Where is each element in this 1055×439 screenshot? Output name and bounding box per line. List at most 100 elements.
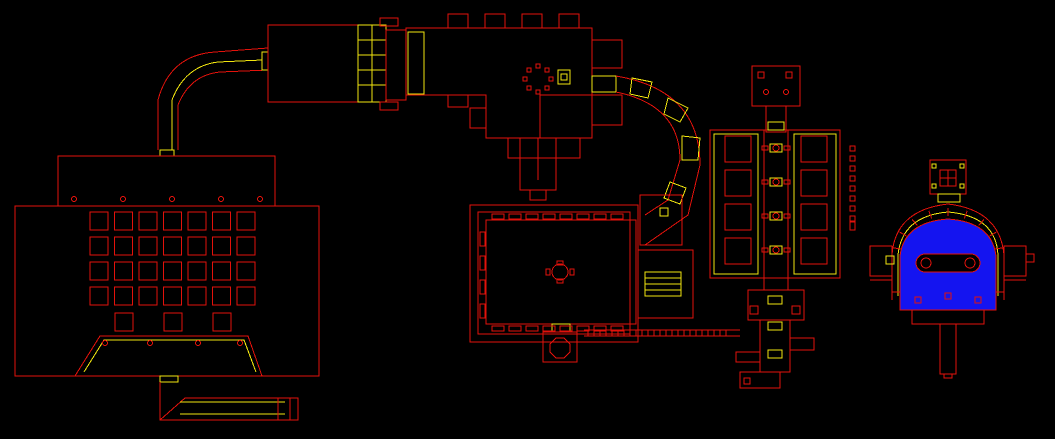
lower-spine-door-2 bbox=[767, 349, 783, 359]
tower-dot bbox=[931, 163, 937, 169]
lower-foot-box bbox=[743, 377, 751, 385]
bridge-seg-1 bbox=[629, 77, 653, 99]
spine-stud-ring bbox=[772, 246, 780, 254]
chamber-step bbox=[591, 75, 617, 93]
ring-marker bbox=[544, 67, 550, 73]
curved-tunnel-step bbox=[171, 59, 263, 150]
pillar bbox=[163, 286, 182, 306]
courtyard-east-room bbox=[637, 249, 694, 319]
dome-ribs bbox=[892, 208, 1004, 250]
pillar bbox=[163, 312, 183, 332]
bridge-seg-2 bbox=[663, 97, 689, 123]
pool-west-lower bbox=[870, 279, 900, 293]
pillar bbox=[138, 286, 158, 306]
spine-stud bbox=[769, 245, 783, 255]
pillar bbox=[236, 211, 256, 231]
bridge-room bbox=[639, 194, 683, 246]
ring-markers bbox=[522, 63, 554, 95]
courtyard-step bbox=[559, 213, 573, 220]
courtyard-step bbox=[479, 303, 486, 319]
spine-stud-w bbox=[761, 213, 769, 219]
spine-stud-w bbox=[761, 247, 769, 253]
item-box-inner bbox=[560, 73, 568, 81]
bridge-seg-3 bbox=[681, 135, 701, 161]
lower-side-box-e bbox=[791, 305, 801, 315]
bridge-seg-4 bbox=[663, 181, 687, 205]
pillar bbox=[114, 312, 134, 332]
pillar bbox=[212, 286, 231, 306]
lower-spine-door-3 bbox=[767, 295, 783, 305]
lower-west-alcove bbox=[469, 107, 487, 129]
courtyard-step bbox=[479, 255, 486, 271]
spine-stud bbox=[769, 211, 783, 221]
ring-marker bbox=[526, 85, 532, 91]
pillar bbox=[236, 286, 256, 306]
pillar bbox=[187, 211, 207, 231]
dome-rib bbox=[892, 247, 901, 250]
pillar bbox=[89, 211, 109, 231]
spine-stud-ring bbox=[772, 212, 780, 220]
spine-stud-ring bbox=[772, 144, 780, 152]
column-cell bbox=[724, 169, 752, 197]
tower-dot bbox=[959, 163, 965, 169]
pool-west-box bbox=[885, 255, 895, 265]
ladder-block bbox=[849, 175, 856, 182]
courtyard-step bbox=[576, 213, 590, 220]
dome-rib bbox=[911, 218, 918, 226]
column-cells bbox=[724, 135, 828, 265]
column-cell bbox=[724, 135, 752, 163]
pillar bbox=[163, 211, 182, 231]
hall-marker bbox=[237, 340, 243, 346]
pillar bbox=[212, 236, 231, 256]
spine-stud-e bbox=[783, 213, 791, 219]
pillar bbox=[212, 211, 231, 231]
courtyard-step bbox=[479, 231, 486, 247]
spine-stud bbox=[769, 177, 783, 187]
spine-stud-w bbox=[761, 179, 769, 185]
pillar bbox=[114, 286, 133, 306]
courtyard-step bbox=[508, 325, 522, 332]
north-alcove-4 bbox=[558, 13, 580, 29]
courtyard-step bbox=[593, 213, 607, 220]
tower-dot bbox=[931, 183, 937, 189]
hall-marker bbox=[195, 340, 201, 346]
lower-east-arm bbox=[789, 337, 815, 351]
north-alcove-1 bbox=[447, 13, 469, 29]
courtyard-step bbox=[576, 325, 590, 332]
courtyard-step bbox=[610, 325, 624, 332]
bridge-inner bbox=[615, 91, 681, 216]
spine-stud-ring bbox=[772, 178, 780, 186]
lower-spine-door bbox=[767, 321, 783, 331]
south-tower-base bbox=[943, 373, 953, 379]
ladder-block bbox=[849, 215, 856, 222]
pillar bbox=[89, 286, 109, 306]
central-chamber bbox=[405, 13, 623, 201]
courtyard-mid bbox=[477, 211, 631, 335]
spine-stud bbox=[769, 143, 783, 153]
pillar bbox=[138, 211, 158, 231]
courtyard-step bbox=[610, 213, 624, 220]
pillar bbox=[236, 261, 256, 281]
secret-ladder bbox=[849, 145, 856, 231]
south-alcove-1 bbox=[447, 94, 469, 108]
pillar bbox=[114, 236, 133, 256]
pillar bbox=[187, 286, 207, 306]
ring-marker bbox=[535, 89, 541, 95]
courtyard-step bbox=[542, 325, 556, 332]
column-cell bbox=[800, 237, 828, 265]
column-cell bbox=[800, 203, 828, 231]
pillar bbox=[89, 236, 109, 256]
north-cell-door bbox=[767, 121, 785, 131]
courtyard-center-n bbox=[556, 260, 564, 266]
item-box bbox=[557, 69, 571, 85]
bridge-door bbox=[659, 207, 669, 217]
north-cell-dot bbox=[763, 89, 769, 95]
ladder-block bbox=[849, 185, 856, 192]
north-cell-dot bbox=[783, 89, 789, 95]
lower-foot bbox=[739, 371, 781, 389]
courtyard-step bbox=[491, 213, 505, 220]
column-cell bbox=[800, 135, 828, 163]
courtyard-step bbox=[525, 213, 539, 220]
passage-step bbox=[407, 31, 425, 95]
hall-marker bbox=[218, 196, 224, 202]
